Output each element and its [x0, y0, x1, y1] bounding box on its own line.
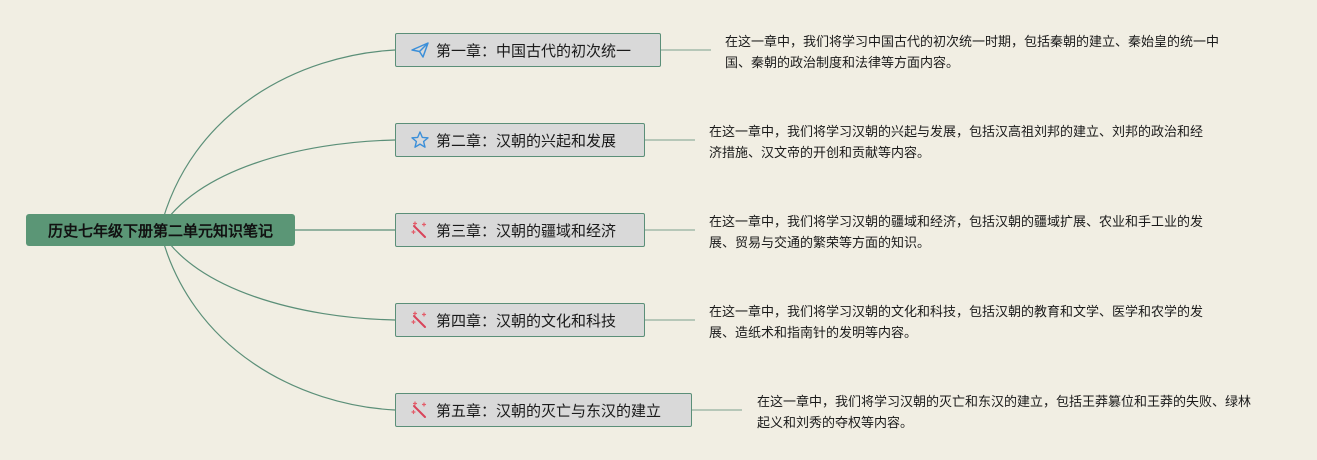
star-icon [410, 130, 430, 150]
connector-root-ch2 [159, 139, 396, 231]
chapter-desc-2: 在这一章中，我们将学习汉朝的兴起与发展，包括汉高祖刘邦的建立、刘邦的政治和经济措… [709, 125, 1204, 161]
chapter-title: 第三章：汉朝的疆域和经济 [436, 221, 617, 240]
magic-wand-icon [410, 220, 430, 240]
root-node[interactable]: 历史七年级下册第二单元知识笔记 [26, 214, 295, 246]
chapter-node-3[interactable]: 第三章：汉朝的疆域和经济 [395, 213, 645, 247]
connector-root-ch1 [159, 49, 396, 231]
chapter-desc-5: 在这一章中，我们将学习汉朝的灭亡和东汉的建立，包括王莽篡位和王莽的失败、绿林起义… [757, 395, 1252, 431]
chapter-node-4[interactable]: 第四章：汉朝的文化和科技 [395, 303, 645, 337]
root-connectors [159, 49, 396, 411]
chapter-node-1[interactable]: 第一章：中国古代的初次统一 [395, 33, 661, 67]
connector-root-ch5 [159, 229, 396, 411]
chapter-desc-4: 在这一章中，我们将学习汉朝的文化和科技，包括汉朝的教育和文学、医学和农学的发展、… [709, 305, 1204, 341]
chapter-desc-1: 在这一章中，我们将学习中国古代的初次统一时期，包括秦朝的建立、秦始皇的统一中国、… [725, 35, 1220, 71]
desc-connectors [645, 49, 742, 411]
magic-wand-icon [410, 400, 430, 420]
root-title: 历史七年级下册第二单元知识笔记 [47, 221, 273, 240]
chapter-title: 第四章：汉朝的文化和科技 [436, 311, 617, 330]
chapter-node-2[interactable]: 第二章：汉朝的兴起和发展 [395, 123, 645, 157]
chapter-title: 第二章：汉朝的兴起和发展 [436, 131, 617, 150]
chapter-title: 第一章：中国古代的初次统一 [436, 41, 632, 60]
magic-wand-icon [410, 310, 430, 330]
connector-root-ch4 [159, 229, 396, 321]
chapter-title: 第五章：汉朝的灭亡与东汉的建立 [436, 401, 662, 420]
chapter-desc-3: 在这一章中，我们将学习汉朝的疆域和经济，包括汉朝的疆域扩展、农业和手工业的发展、… [709, 215, 1204, 251]
paper-plane-icon [410, 40, 430, 60]
chapter-node-5[interactable]: 第五章：汉朝的灭亡与东汉的建立 [395, 393, 692, 427]
